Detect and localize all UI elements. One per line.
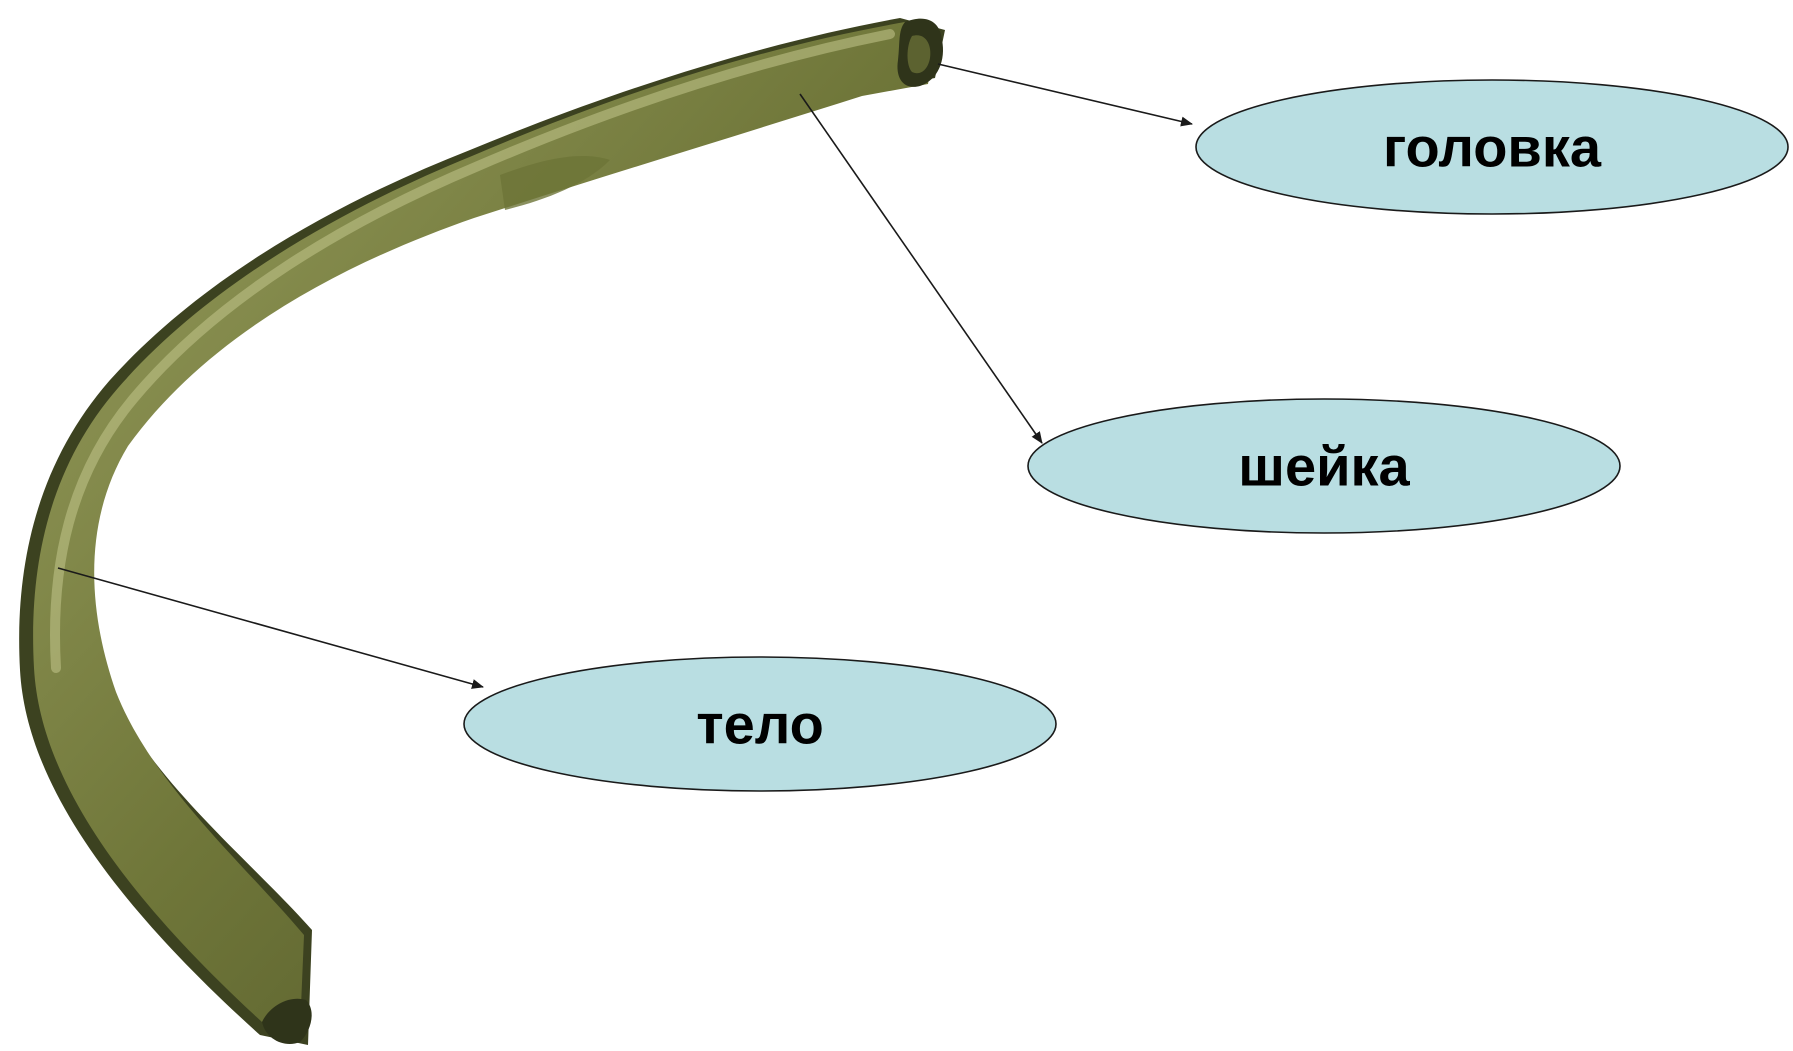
rib-illustration <box>19 18 945 1045</box>
head-label-text: головка <box>1383 116 1602 179</box>
body-label-text: тело <box>696 693 824 756</box>
rib-neck-bulge <box>500 155 610 210</box>
body-leader-line <box>57 567 484 689</box>
rib-head-face <box>907 35 931 74</box>
neck-leader-line <box>799 93 1043 444</box>
neck-label: шейка <box>1027 398 1621 534</box>
head-label-ellipse <box>1195 79 1789 215</box>
head-label: головка <box>1195 79 1789 215</box>
rib-highlight <box>49 29 895 673</box>
body-label: тело <box>463 656 1057 792</box>
head-leader-line <box>937 63 1193 127</box>
neck-label-text: шейка <box>1238 435 1410 498</box>
neck-label-ellipse <box>1027 398 1621 534</box>
rib-sternal-end <box>262 998 312 1044</box>
rib-body-shape <box>33 22 937 1030</box>
body-label-ellipse <box>463 656 1057 792</box>
